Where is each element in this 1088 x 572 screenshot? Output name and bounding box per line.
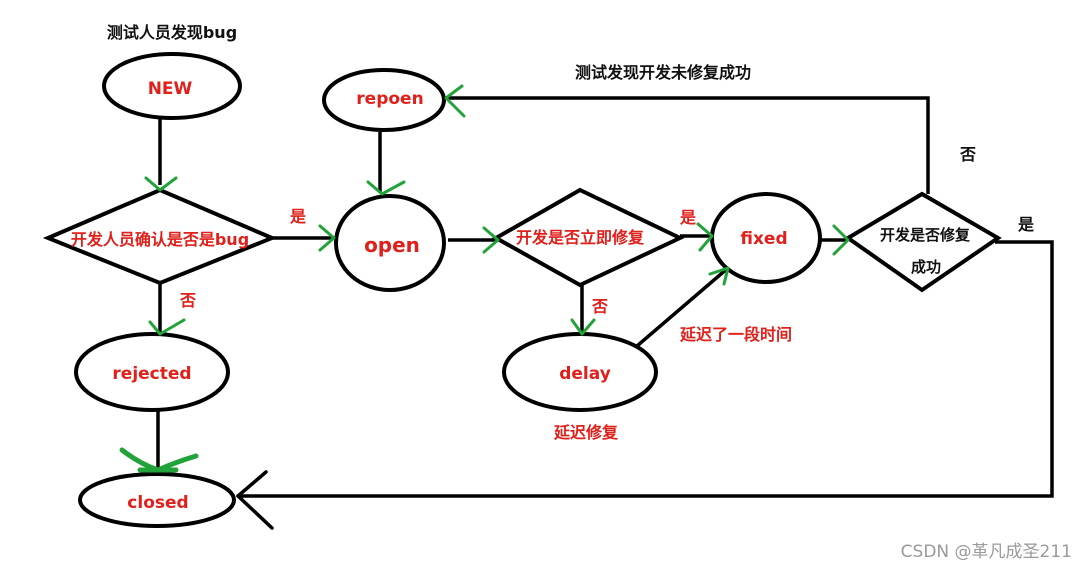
label-yes-check-to-closed: 是: [1017, 215, 1034, 234]
arrowhead-into-repoen: [444, 84, 466, 118]
caption-tester-found-bug: 测试人员发现bug: [107, 23, 237, 42]
arrowhead-into-closed: [119, 447, 199, 473]
node-new: [102, 52, 242, 120]
node-closed: [78, 472, 236, 528]
green-arrowheads: [119, 84, 850, 473]
node-labels: NEW 开发人员确认是否是bug rejected closed repoen …: [71, 79, 971, 513]
closed-arrowhead: [236, 470, 274, 530]
node-repoen: [322, 68, 446, 132]
label-no-fixnow-to-delay: 否: [591, 297, 608, 316]
label-no-confirm-to-rejected: 否: [179, 291, 196, 310]
node-fix-now-label: 开发是否立即修复: [516, 228, 645, 247]
nodes: [42, 52, 1002, 528]
edge-delay-to-fixed: [628, 266, 730, 354]
closed-arrow-upper: [236, 470, 268, 498]
node-rejected-label: rejected: [112, 364, 191, 384]
arrowhead-into-fixed-from-delay: [708, 266, 730, 286]
arrowhead-into-confirm: [144, 176, 178, 192]
connectors: [156, 96, 1054, 498]
node-open: [334, 194, 446, 292]
edge-check-to-repoen: [444, 96, 930, 194]
node-delay-label: delay: [559, 364, 611, 384]
arrowhead-into-open-from-confirm: [318, 224, 336, 252]
label-yes-confirm-to-open: 是: [289, 207, 306, 226]
node-confirm-bug: [42, 187, 278, 286]
arrowhead-into-delay: [570, 318, 596, 336]
arrowhead-into-fixnow: [482, 226, 500, 254]
label-yes-fixnow-to-fixed: 是: [679, 208, 696, 227]
node-delay: [502, 332, 658, 412]
label-delay-fix: 延迟修复: [553, 423, 619, 442]
watermark: CSDN @革凡成圣211: [901, 542, 1072, 562]
label-delayed-period: 延迟了一段时间: [679, 325, 792, 344]
node-closed-label: closed: [127, 493, 188, 513]
node-new-label: NEW: [148, 79, 193, 99]
node-rejected: [74, 332, 230, 412]
node-confirm-label: 开发人员确认是否是bug: [71, 230, 249, 249]
arrowhead-into-fixed-from-fixnow: [696, 222, 714, 252]
arrowhead-into-rejected: [148, 318, 186, 336]
node-open-label: open: [364, 233, 420, 257]
closed-arrow-lower: [236, 494, 274, 530]
arrowhead-into-fix-success: [832, 224, 850, 256]
node-fix-success-label-line2: 成功: [911, 258, 941, 276]
node-fixed-label: fixed: [740, 229, 787, 249]
label-no-check-to-repoen: 否: [959, 145, 976, 164]
caption-tester-found-not-fixed: 测试发现开发未修复成功: [575, 63, 751, 82]
node-repoen-label: repoen: [356, 89, 423, 109]
node-fix-success-decision: [844, 191, 1002, 293]
node-fix-now-decision: [491, 187, 685, 288]
edge-labels: 测试人员发现bug 测试发现开发未修复成功 是 否 是 否 延迟了一段时间 延迟…: [107, 23, 1034, 442]
node-fix-success-label-line1: 开发是否修复: [880, 226, 971, 244]
arrowhead-into-open-from-repoen: [366, 180, 406, 196]
edge-check-to-closed: [238, 240, 1054, 498]
